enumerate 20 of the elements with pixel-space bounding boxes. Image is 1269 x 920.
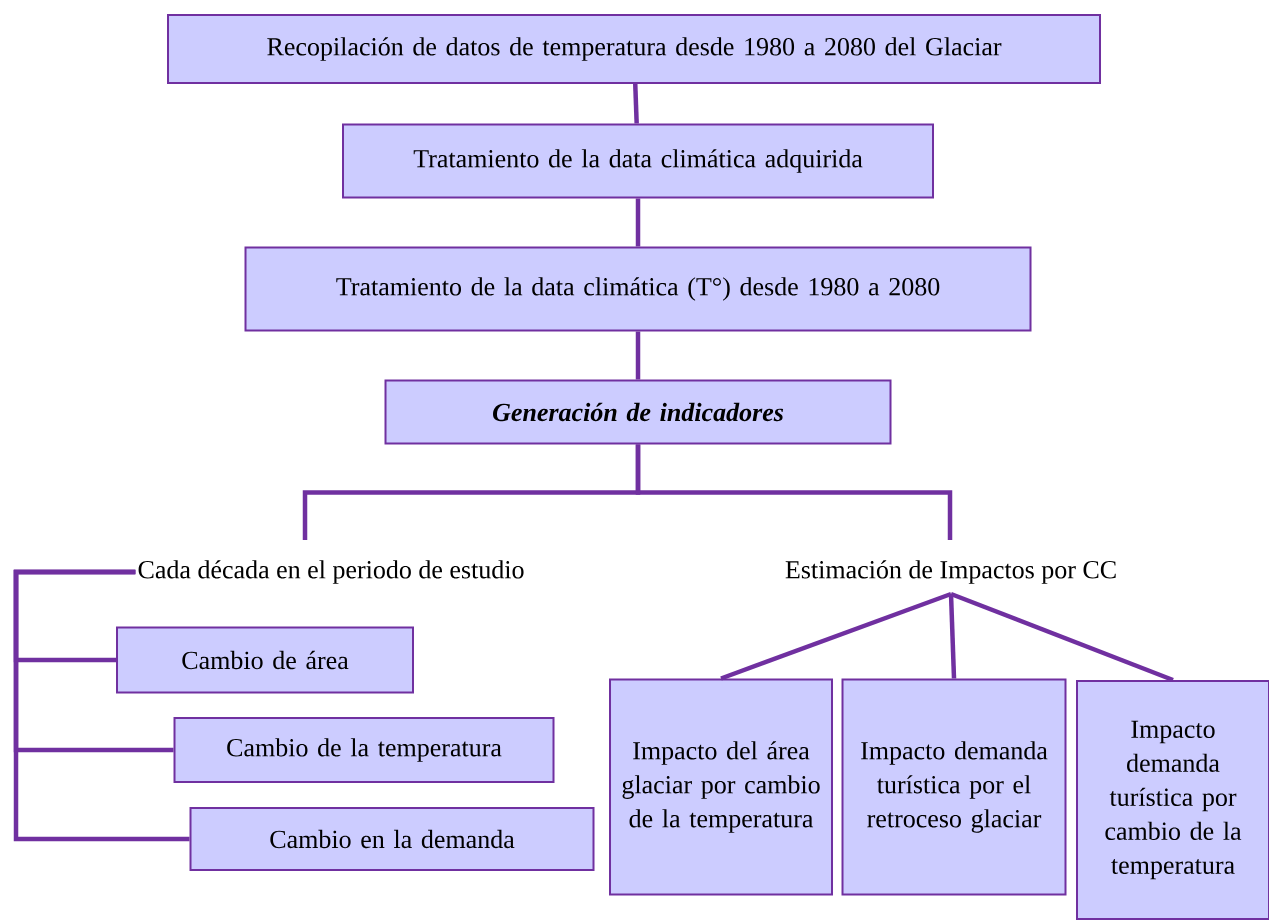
connector-line (633, 83, 639, 124)
process-box: Cambio en la demanda (189, 807, 595, 871)
connector-line (950, 591, 1174, 683)
process-box: Tratamiento de la data climática (T°) desde 1980 a 2080 (244, 246, 1032, 332)
connector-line (13, 569, 190, 842)
process-box: Tratamiento de la data climática adquirida (342, 123, 934, 199)
process-box: Generación de indicadores (384, 379, 892, 445)
step-label: Estimación de Impactos por CC (785, 560, 1116, 584)
connector-line (635, 198, 641, 247)
process-box: Impacto demanda turística por el retroceso glaciar (841, 678, 1067, 896)
connector-line (635, 331, 641, 380)
step-label: Cada década en el periodo de estudio (138, 560, 524, 584)
process-box: Impacto del área glaciar por cambio de la temperatura (609, 678, 833, 896)
connector-line (720, 591, 952, 681)
process-box: Cambio de área (116, 626, 414, 694)
process-box: Impacto demanda turística por cambio de la temperatura (1076, 680, 1269, 920)
connector-line (635, 444, 953, 540)
connector-line (948, 593, 957, 679)
process-box: Cambio de la temperatura (173, 717, 555, 783)
process-box: Recopilación de datos de temperatura desde 1980 a 2080 del Glaciar (167, 14, 1101, 84)
